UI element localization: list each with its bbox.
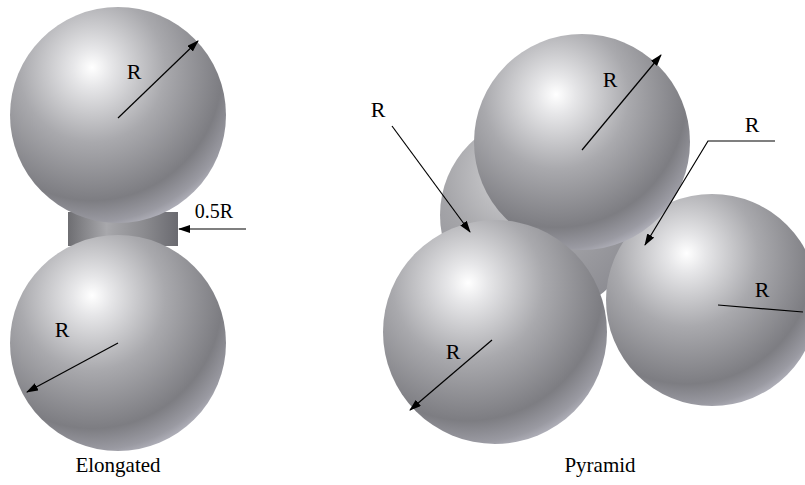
radius-label: R [371,99,386,121]
shape-caption: Elongated [75,455,160,476]
shape-caption: Pyramid [564,455,635,476]
radius-label: R [745,114,760,136]
radius-label: R [603,69,618,91]
radius-label: R [755,279,770,301]
radius-label: R [446,341,461,363]
radius-label: R [55,319,70,341]
neck-radius-label: 0.5R [195,201,233,221]
radius-label: R [127,61,142,83]
